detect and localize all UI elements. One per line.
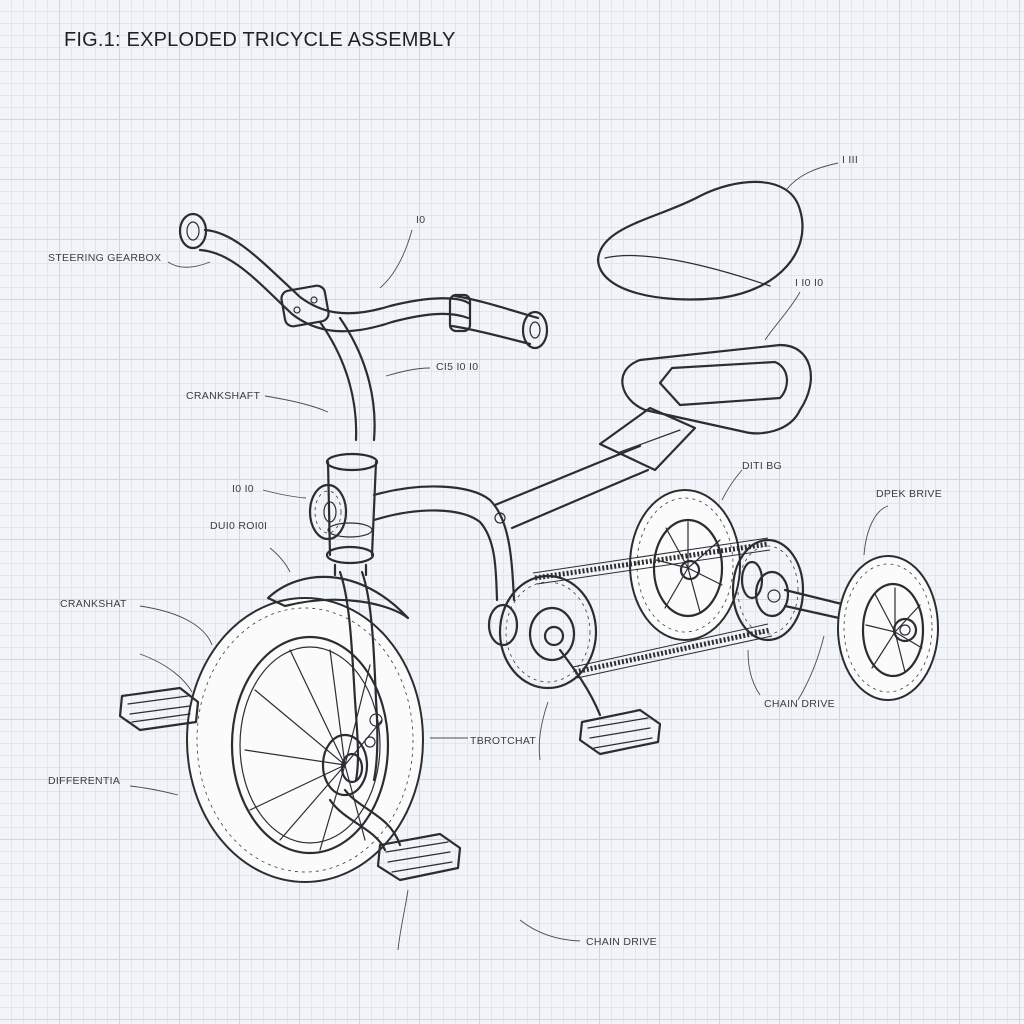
label-dpek-brive: DPEK BRIVE [876,488,943,500]
pedal-front [376,832,462,882]
seat [596,180,804,301]
label-differential: DIFFERENTIA [48,775,121,787]
front-spokes [244,649,383,851]
crank-sprocket [487,574,602,717]
main-frame [372,343,812,602]
rear-wheel-inner [629,489,741,641]
label-left-small: I0 I0 [232,483,254,495]
chain [532,537,773,679]
label-mid-center: CI5 I0 I0 [436,361,479,373]
label-top-center: I0 [416,214,426,226]
pedal-left [118,686,200,732]
stem-gear [308,483,348,541]
steering-stem [318,316,379,577]
pedal-rear [578,708,662,756]
label-seat-post: I I0 I0 [795,277,824,289]
label-steering-gearbox: STEERING GEARBOX [48,252,162,264]
front-wheel [186,597,424,883]
figure-title: FIG.1: EXPLODED TRICYCLE ASSEMBLY [64,29,456,51]
label-crankshaft-left: CRANKSHAT [60,598,127,610]
label-dufbrorits: DUI0 ROI0I [210,520,268,532]
label-chain-drive-right: CHAIN DRIVE [764,698,835,710]
rear-wheel-outer [837,555,939,701]
label-top-right: I III [842,154,859,166]
label-tbrotchat: TBROTCHAT [470,735,537,747]
label-crankshaft-top: CRANKSHAFT [186,390,261,402]
handlebar [178,212,549,350]
rear-sprocket [731,538,805,642]
leader-lines [129,162,889,951]
label-chain-drive-bottom: CHAIN DRIVE [586,936,657,948]
label-dt-fb: DITI BG [742,460,783,472]
front-fork [266,570,410,782]
